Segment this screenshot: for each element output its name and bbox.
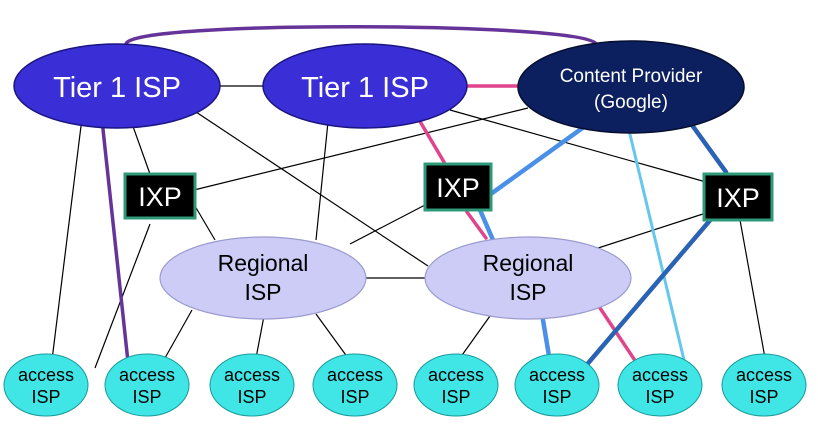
tier1-isp-left-label: Tier 1 ISP	[53, 72, 181, 104]
regional-isp-left-line2: ISP	[244, 279, 281, 305]
ixp-right: IXP	[702, 172, 774, 222]
access-isp-8-line1: access	[736, 365, 792, 385]
link-tier1mid-ixpright	[449, 109, 707, 183]
link-regionalright-access5	[459, 315, 491, 359]
access-isp-5-line1: access	[428, 365, 484, 385]
access-isp: access ISP	[3, 353, 89, 417]
link-tier1mid-regionalleft	[315, 121, 329, 241]
access-isp-6-line1: access	[529, 365, 585, 385]
access-isp: access ISP	[617, 353, 703, 417]
link-lightblue-content-access7	[626, 124, 686, 362]
link-ixpright-access8	[739, 219, 766, 359]
link-pink-regional-access7	[598, 306, 638, 364]
access-isp: access ISP	[721, 353, 807, 417]
regional-isp-left-line1: Regional	[218, 250, 309, 276]
link-blue-ixp-regional	[477, 207, 496, 243]
link-blue-regional-access6	[539, 311, 552, 359]
access-isp-6-line2: ISP	[542, 387, 571, 407]
link-tier1left-regionalright	[195, 111, 429, 267]
ixp-left: IXP	[123, 172, 197, 220]
link-blue-content-ixp	[485, 121, 591, 199]
link-purple-arc	[124, 25, 598, 46]
access-isp-2-line1: access	[119, 365, 175, 385]
tier1-isp-mid-label: Tier 1 ISP	[301, 72, 429, 104]
regional-isp-right-line1: Regional	[483, 250, 574, 276]
access-isp-3-line1: access	[224, 365, 280, 385]
link-ixpleft-content	[193, 107, 529, 191]
content-provider: Content Provider (Google)	[517, 40, 745, 134]
content-provider-sublabel: (Google)	[594, 92, 668, 113]
access-isp: access ISP	[104, 353, 190, 417]
access-isp-2-line2: ISP	[132, 387, 161, 407]
link-regionalleft-access2	[164, 309, 193, 359]
access-isp-5-line2: ISP	[441, 387, 470, 407]
access-isp: access ISP	[209, 353, 295, 417]
link-pink-ixp-regional	[465, 210, 488, 240]
access-isp: access ISP	[413, 353, 499, 417]
access-isp-8-line2: ISP	[749, 387, 778, 407]
regional-isp-right: Regional ISP	[424, 236, 632, 320]
ixp-mid-label: IXP	[436, 173, 480, 203]
link-ixpleft-regionalleft	[194, 205, 216, 241]
link-regionalleft-access4	[315, 313, 349, 359]
link-ixpmid-regionalleft	[349, 204, 426, 245]
access-isp: access ISP	[312, 353, 398, 417]
access-isp-4-line2: ISP	[340, 387, 369, 407]
access-isp-1-line2: ISP	[31, 387, 60, 407]
content-provider-label: Content Provider	[560, 66, 703, 87]
access-isp-7-line2: ISP	[645, 387, 674, 407]
link-purple-down	[100, 118, 130, 364]
access-isp: access ISP	[514, 353, 600, 417]
ixp-left-label: IXP	[138, 182, 182, 212]
regional-isp-left: Regional ISP	[159, 236, 367, 320]
link-darkblue-ixp-access6	[581, 215, 715, 371]
ixp-mid: IXP	[423, 162, 493, 212]
tier1-isp-left: Tier 1 ISP	[13, 43, 221, 129]
regional-isp-right-line2: ISP	[509, 279, 546, 305]
tier1-isp-mid: Tier 1 ISP	[262, 43, 468, 129]
link-tier1left-access1	[51, 117, 83, 361]
access-isp-7-line1: access	[632, 365, 688, 385]
ixp-right-label: IXP	[716, 183, 760, 213]
link-regionalleft-access3	[255, 315, 265, 359]
highlighted-links	[100, 25, 729, 371]
access-isp-1-line1: access	[18, 365, 74, 385]
access-isp-4-line1: access	[327, 365, 383, 385]
link-pink-tier1-ixp	[416, 116, 446, 164]
access-isp-3-line2: ISP	[237, 387, 266, 407]
link-ixpright-regionalright	[591, 212, 707, 251]
